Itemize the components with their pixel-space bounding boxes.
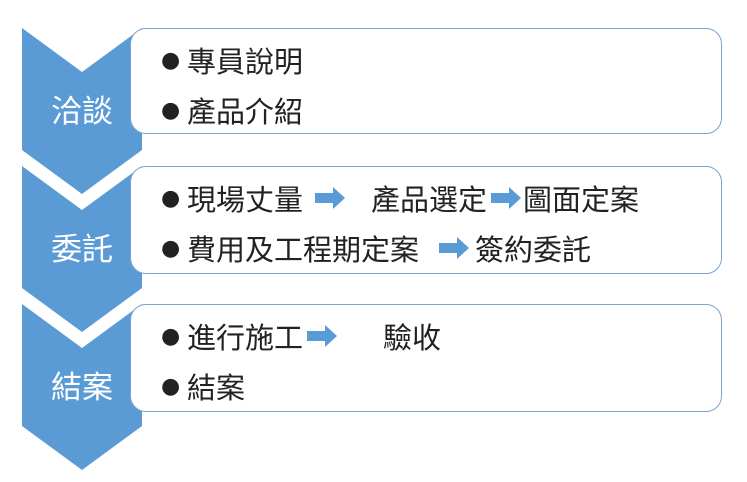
item-text: 簽約委託: [475, 233, 592, 267]
right-arrow-icon: [491, 187, 522, 209]
item-text: 產品選定: [371, 183, 488, 217]
stage-2-chevron: [22, 166, 142, 332]
bullet-icon: ●: [161, 373, 181, 399]
right-arrow-icon: [307, 325, 338, 347]
bullet-icon: ●: [161, 97, 181, 123]
item-text: 驗收: [383, 321, 442, 355]
item-text: 費用及工程期定案: [187, 233, 420, 267]
item-text: 專員說明: [187, 45, 304, 79]
stage-3-item-2: ● 結案: [161, 361, 441, 411]
bullet-icon: ●: [161, 323, 181, 349]
item-text: 產品介紹: [187, 95, 304, 129]
item-text: 圖面定案: [523, 183, 640, 217]
stage-1-label: 洽談: [51, 94, 113, 130]
stage-1-box: ● 專員說明 ● 產品介紹: [130, 28, 722, 134]
item-text: 結案: [187, 371, 246, 405]
stage-3-chevron: [22, 304, 142, 470]
right-arrow-icon: [315, 187, 346, 209]
stage-1-item-1: ● 專員說明: [161, 35, 303, 85]
stage-3-box: ● 進行施工 驗收 ● 結案: [130, 304, 722, 412]
bullet-icon: ●: [161, 185, 181, 211]
item-text: 進行施工: [187, 321, 304, 355]
stage-2-label: 委託: [51, 232, 113, 268]
bullet-icon: ●: [161, 235, 181, 261]
item-text: 現場丈量: [187, 183, 304, 217]
stage-1-chevron: [22, 28, 142, 194]
stage-2-item-2: ● 費用及工程期定案 簽約委託: [161, 223, 639, 273]
stage-1-item-2: ● 產品介紹: [161, 85, 303, 135]
right-arrow-icon: [439, 237, 470, 259]
stage-3-label: 結案: [51, 370, 113, 406]
stage-3-item-1: ● 進行施工 驗收: [161, 311, 441, 361]
stage-2-box: ● 現場丈量 產品選定 圖面定案 ● 費用及工程期定案 簽約委託: [130, 166, 722, 274]
stage-2-item-1: ● 現場丈量 產品選定 圖面定案: [161, 173, 639, 223]
bullet-icon: ●: [161, 47, 181, 73]
